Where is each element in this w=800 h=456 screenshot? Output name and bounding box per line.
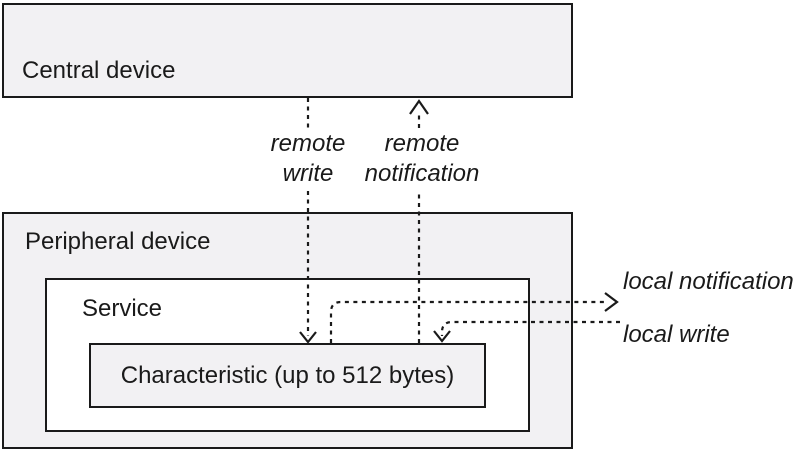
local-write-label: local write — [623, 321, 730, 348]
central-device-box — [2, 3, 573, 98]
remote-notification-label: remote notification — [364, 130, 480, 187]
characteristic-box: Characteristic (up to 512 bytes) — [89, 343, 486, 408]
peripheral-device-label: Peripheral device — [25, 228, 211, 255]
central-device-label: Central device — [22, 57, 176, 84]
arrowhead-right-icon — [604, 292, 619, 312]
arrowhead-up-icon — [409, 99, 429, 115]
characteristic-label: Characteristic (up to 512 bytes) — [120, 361, 455, 389]
service-label: Service — [82, 295, 163, 322]
local-notification-label: local notification — [623, 268, 794, 295]
remote-write-label: remote write — [270, 130, 346, 187]
